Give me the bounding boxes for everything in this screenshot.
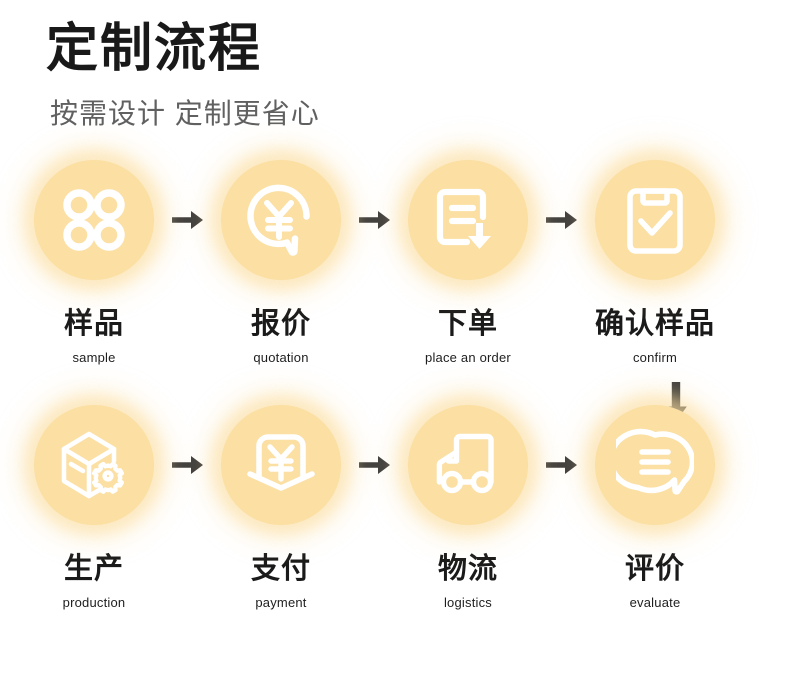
arrow-right-icon (164, 160, 211, 280)
header: 定制流程 按需设计 定制更省心 (46, 18, 746, 134)
step-label-en: confirm (632, 350, 678, 365)
yuan-speech-bubble-icon (221, 160, 341, 280)
step-label-cn: 确认样品 (594, 308, 715, 340)
process-row-2: 生产 production (0, 405, 790, 650)
step-label-cn: 报价 (250, 308, 311, 340)
box-gear-icon (34, 405, 154, 525)
arrow-right-icon (351, 405, 398, 525)
process-step-production[interactable]: 生产 production (24, 405, 164, 611)
delivery-truck-icon (408, 405, 528, 525)
process-step-place-an-order[interactable]: 下单 place an order (398, 160, 538, 366)
process-step-payment[interactable]: 支付 payment (211, 405, 351, 611)
yuan-wallet-icon (221, 405, 341, 525)
process-step-sample[interactable]: 样品 sample (24, 160, 164, 366)
step-label-en: logistics (443, 595, 493, 610)
process-step-logistics[interactable]: 物流 logistics (398, 405, 538, 611)
page-title: 定制流程 (46, 20, 263, 78)
step-label-en: payment (255, 595, 307, 610)
step-label-en: place an order (425, 350, 511, 365)
process-step-quotation[interactable]: 报价 quotation (211, 160, 351, 366)
clipboard-check-icon (595, 160, 715, 280)
step-label-en: quotation (253, 350, 309, 365)
arrow-right-icon (538, 405, 585, 525)
step-label-cn: 支付 (250, 553, 311, 585)
arrow-right-icon (164, 405, 211, 525)
step-label-cn: 评价 (624, 553, 685, 585)
step-label-cn: 下单 (437, 308, 498, 340)
step-label-en: sample (72, 350, 116, 365)
step-label-cn: 物流 (437, 553, 498, 585)
comment-lines-icon (595, 405, 715, 525)
four-circles-icon (34, 160, 154, 280)
document-download-icon (408, 160, 528, 280)
arrow-right-icon (538, 160, 585, 280)
process-step-confirm[interactable]: 确认样品 confirm (585, 160, 725, 366)
step-label-cn: 样品 (63, 308, 124, 340)
arrow-right-icon (351, 160, 398, 280)
step-label-cn: 生产 (63, 553, 124, 585)
process-flow: 样品 sample (0, 160, 790, 650)
process-step-evaluate[interactable]: 评价 evaluate (585, 405, 725, 611)
page-subtitle: 按需设计 定制更省心 (50, 98, 320, 129)
step-label-en: evaluate (629, 595, 681, 610)
step-label-en: production (62, 595, 126, 610)
process-row-1: 样品 sample (0, 160, 790, 422)
